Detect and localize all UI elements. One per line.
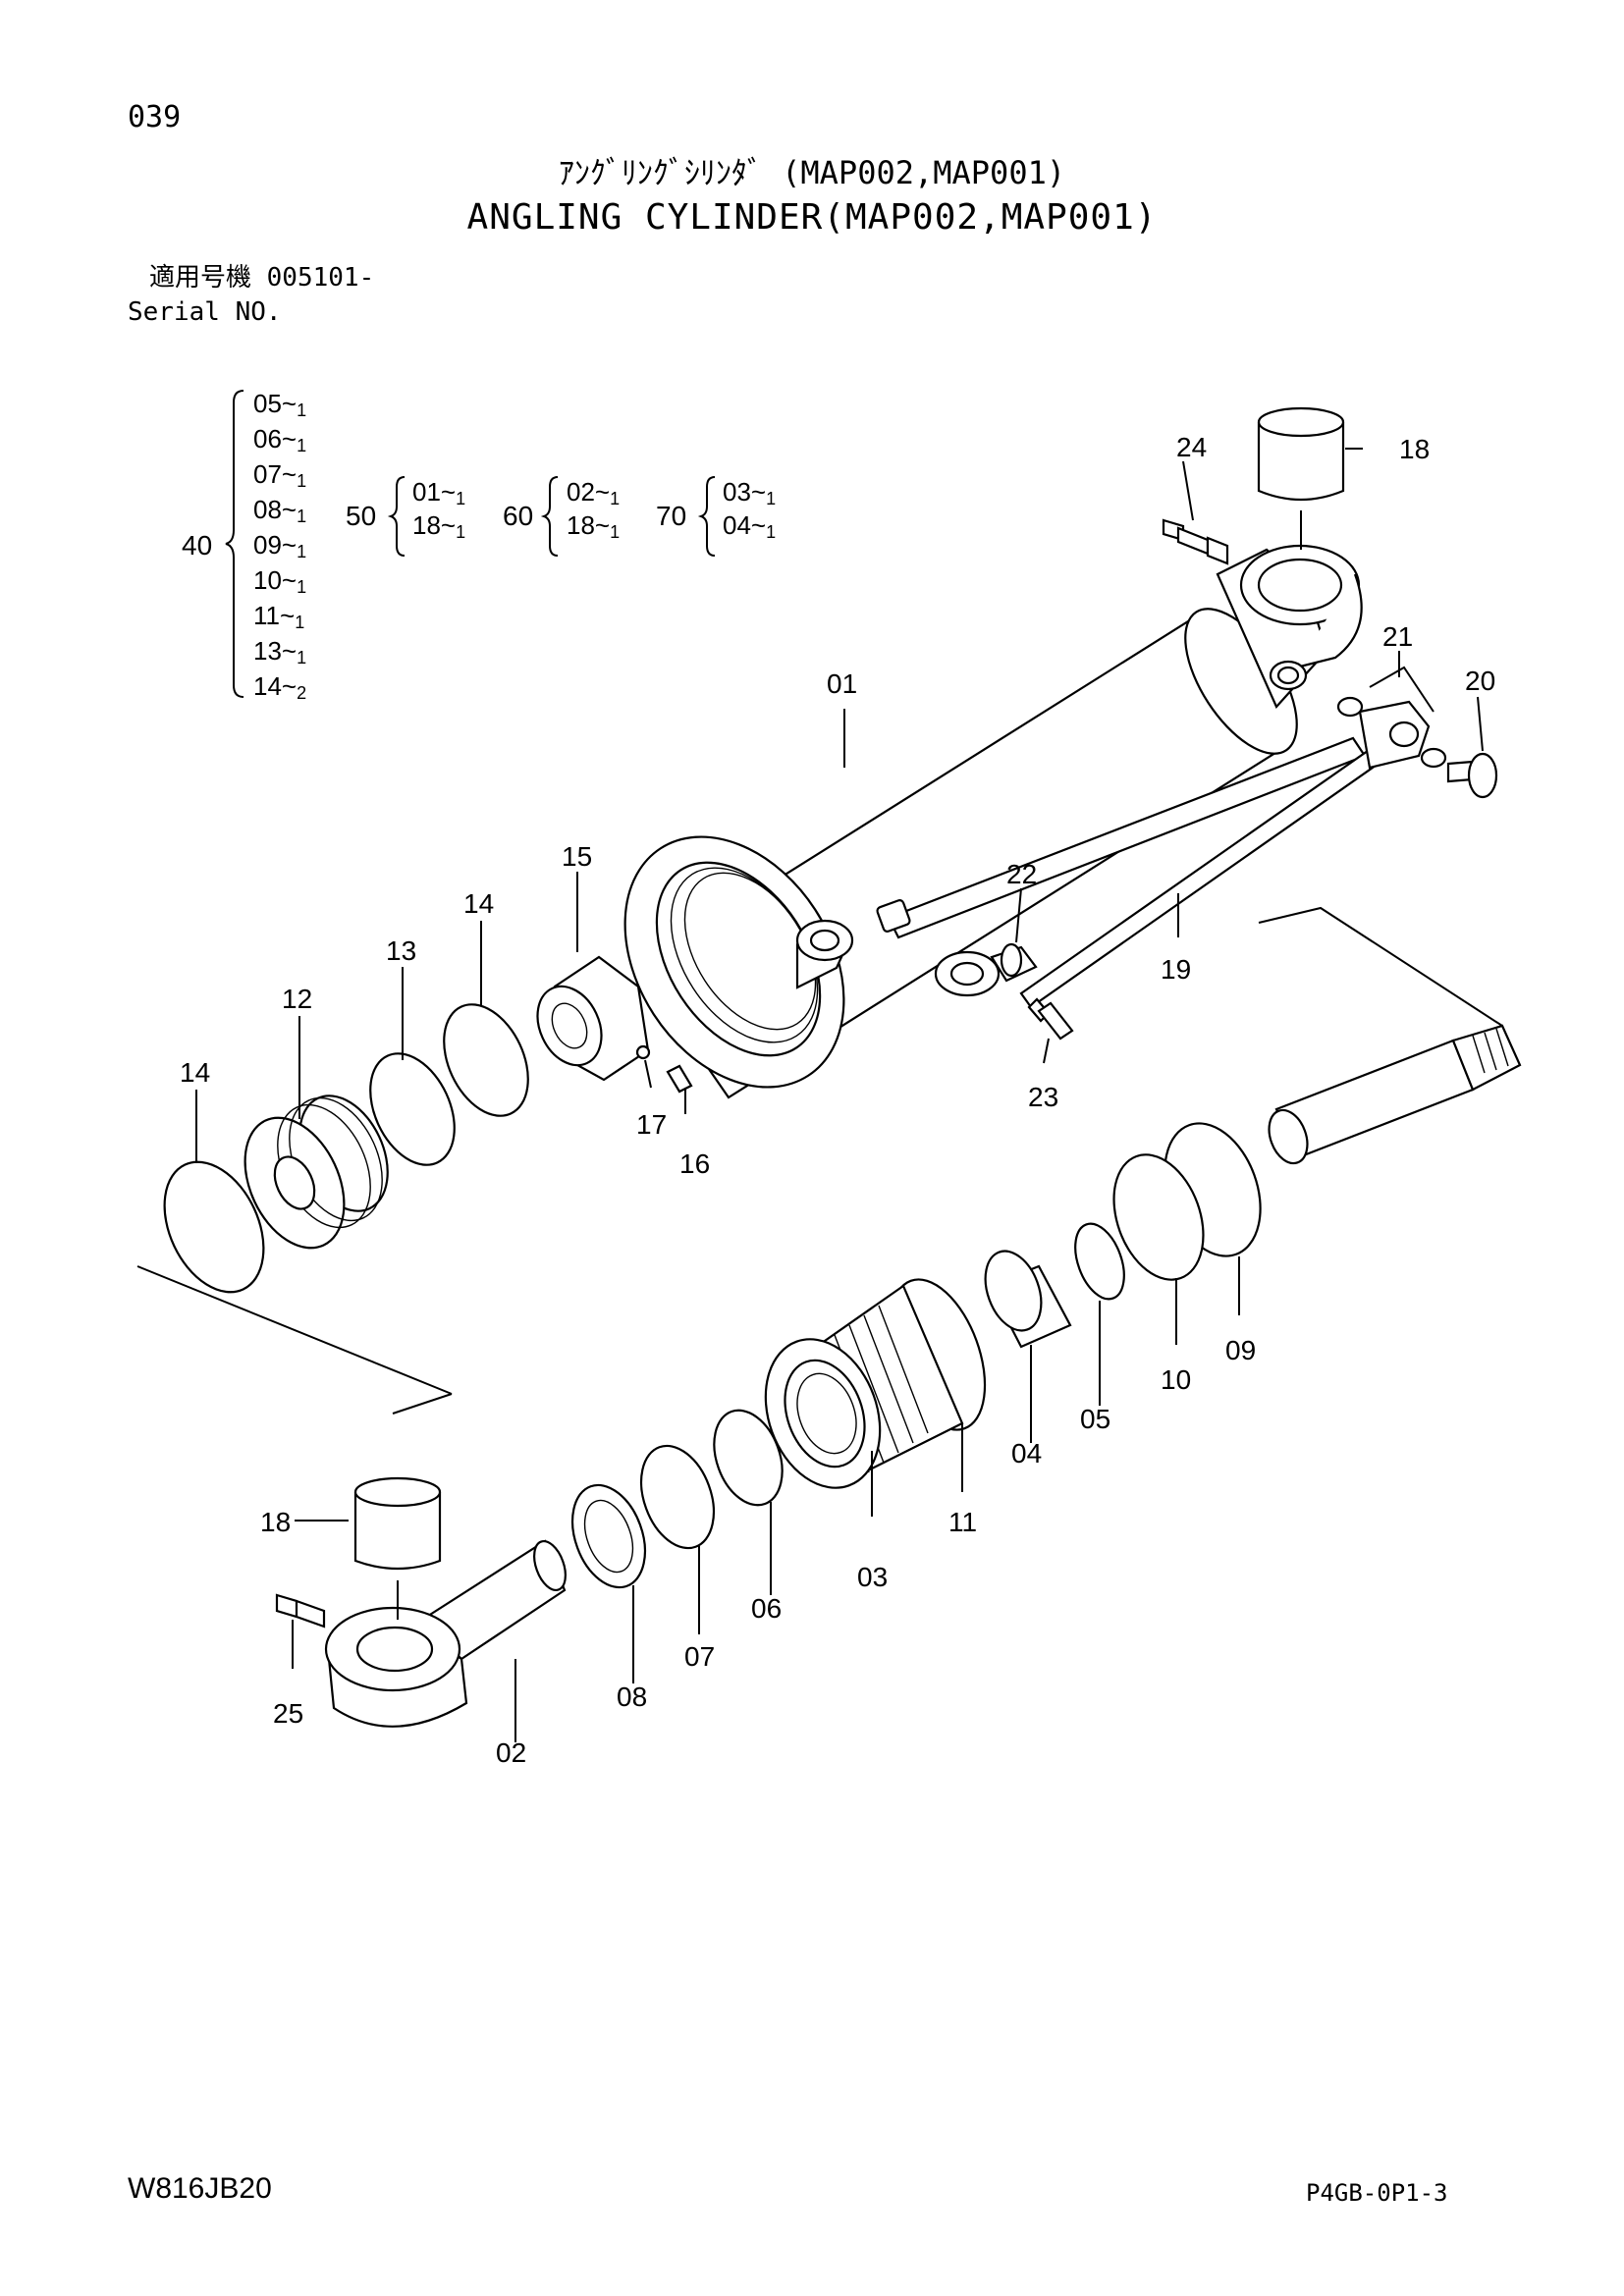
piston xyxy=(244,1095,389,1250)
page-number: 039 xyxy=(128,100,182,134)
callout-17: 17 xyxy=(636,1109,667,1140)
callout-11: 11 xyxy=(948,1507,977,1537)
callout-12: 12 xyxy=(282,984,312,1014)
callout-20: 20 xyxy=(1465,666,1495,696)
callout-16: 16 xyxy=(679,1148,710,1179)
callout-15: 15 xyxy=(562,841,592,872)
u-ring-07 xyxy=(639,1444,716,1550)
hydraulic-pipe xyxy=(876,518,1498,1041)
cylinder-tube xyxy=(623,544,1363,1099)
kit-brace-70 xyxy=(697,476,716,557)
kit-40-item: 08~1 xyxy=(253,495,306,526)
kit-60-item: 18~1 xyxy=(567,510,620,542)
callout-labels: 01 02 03 04 05 06 07 08 09 10 11 12 13 1… xyxy=(180,432,1495,1768)
kit-number-40: 40 xyxy=(182,530,212,561)
wear-ring-14-lower xyxy=(163,1160,265,1294)
document-code: W816JB20 xyxy=(128,2172,272,2205)
kit-brace-60 xyxy=(540,476,559,557)
kit-40-item: 06~1 xyxy=(253,424,306,455)
callout-19: 19 xyxy=(1161,954,1191,985)
kit-60-item: 02~1 xyxy=(567,477,620,508)
wear-ring-14-upper xyxy=(443,1003,529,1117)
callout-09: 09 xyxy=(1225,1335,1256,1365)
dust-seal-08 xyxy=(570,1483,647,1589)
callout-14-upper: 14 xyxy=(463,888,494,919)
assembly-line-left xyxy=(136,1265,453,1395)
fitting-bracket-21 xyxy=(1369,666,1435,713)
callout-23: 23 xyxy=(1028,1082,1058,1112)
callout-06: 06 xyxy=(751,1593,782,1624)
piston-rod xyxy=(1268,1024,1522,1165)
kit-40-item: 07~1 xyxy=(253,459,306,491)
callout-18-top: 18 xyxy=(1399,434,1430,464)
document-reference: P4GB-0P1-3 xyxy=(1306,2179,1448,2207)
callout-18-bottom: 18 xyxy=(260,1507,291,1537)
serial-label-english: Serial NO. xyxy=(128,297,282,327)
kit-number-70: 70 xyxy=(656,501,686,531)
serial-range-japanese: 適用号機 005101- xyxy=(149,263,375,293)
kit-40-item: 13~1 xyxy=(253,636,306,667)
seal-13 xyxy=(369,1052,456,1166)
callout-05: 05 xyxy=(1080,1404,1110,1434)
kit-50-item: 01~1 xyxy=(412,477,465,508)
callout-02: 02 xyxy=(496,1737,526,1768)
set-screw xyxy=(666,1064,693,1094)
kit-number-50: 50 xyxy=(346,501,376,531)
callout-24: 24 xyxy=(1176,432,1207,462)
kit-40-item: 11~1 xyxy=(253,601,304,632)
bushing-bottom xyxy=(353,1476,442,1571)
kit-40-item: 10~1 xyxy=(253,565,306,597)
o-ring-06 xyxy=(713,1409,784,1507)
cylinder-head xyxy=(764,1278,987,1489)
kit-70-item: 03~1 xyxy=(723,477,776,508)
snap-ring-05 xyxy=(1074,1222,1125,1301)
rod-eye xyxy=(324,1539,567,1728)
callout-14-lower: 14 xyxy=(180,1057,210,1088)
title-english: ANGLING CYLINDER(MAP002,MAP001) xyxy=(466,197,1158,238)
kit-number-60: 60 xyxy=(503,501,533,531)
assembly-line-right xyxy=(1258,906,1503,1027)
title-japanese: ｱﾝｸﾞﾘﾝｸﾞｼﾘﾝﾀﾞ (MAP002,MAP001) xyxy=(558,154,1066,191)
kit-70-item: 04~1 xyxy=(723,510,776,542)
callout-08: 08 xyxy=(617,1682,647,1712)
kit-40-item: 14~2 xyxy=(253,671,306,703)
callout-21: 21 xyxy=(1382,621,1413,652)
kit-brace-40 xyxy=(225,390,244,698)
callout-04: 04 xyxy=(1011,1438,1042,1468)
kit-50-item: 18~1 xyxy=(412,510,465,542)
assembly-line-left-end xyxy=(392,1393,453,1415)
steel-ball xyxy=(635,1044,651,1060)
callout-13: 13 xyxy=(386,935,416,966)
leader-lines xyxy=(195,448,1484,1742)
bushing-04 xyxy=(984,1250,1072,1349)
kit-legend: 40 05~106~107~108~109~110~111~113~114~2 … xyxy=(182,389,776,703)
grease-nipple-25 xyxy=(275,1593,326,1629)
piston-nut xyxy=(536,955,650,1082)
callout-07: 07 xyxy=(684,1641,715,1672)
kit-brace-50 xyxy=(387,476,406,557)
callout-01: 01 xyxy=(827,668,857,699)
callout-22: 22 xyxy=(1006,859,1037,889)
callout-03: 03 xyxy=(857,1562,888,1592)
kit-40-item: 05~1 xyxy=(253,389,306,420)
kit-40-item: 09~1 xyxy=(253,530,306,561)
callout-10: 10 xyxy=(1161,1364,1191,1395)
callout-25: 25 xyxy=(273,1698,303,1729)
backup-ring-10 xyxy=(1112,1153,1205,1281)
bushing-top xyxy=(1257,406,1345,502)
